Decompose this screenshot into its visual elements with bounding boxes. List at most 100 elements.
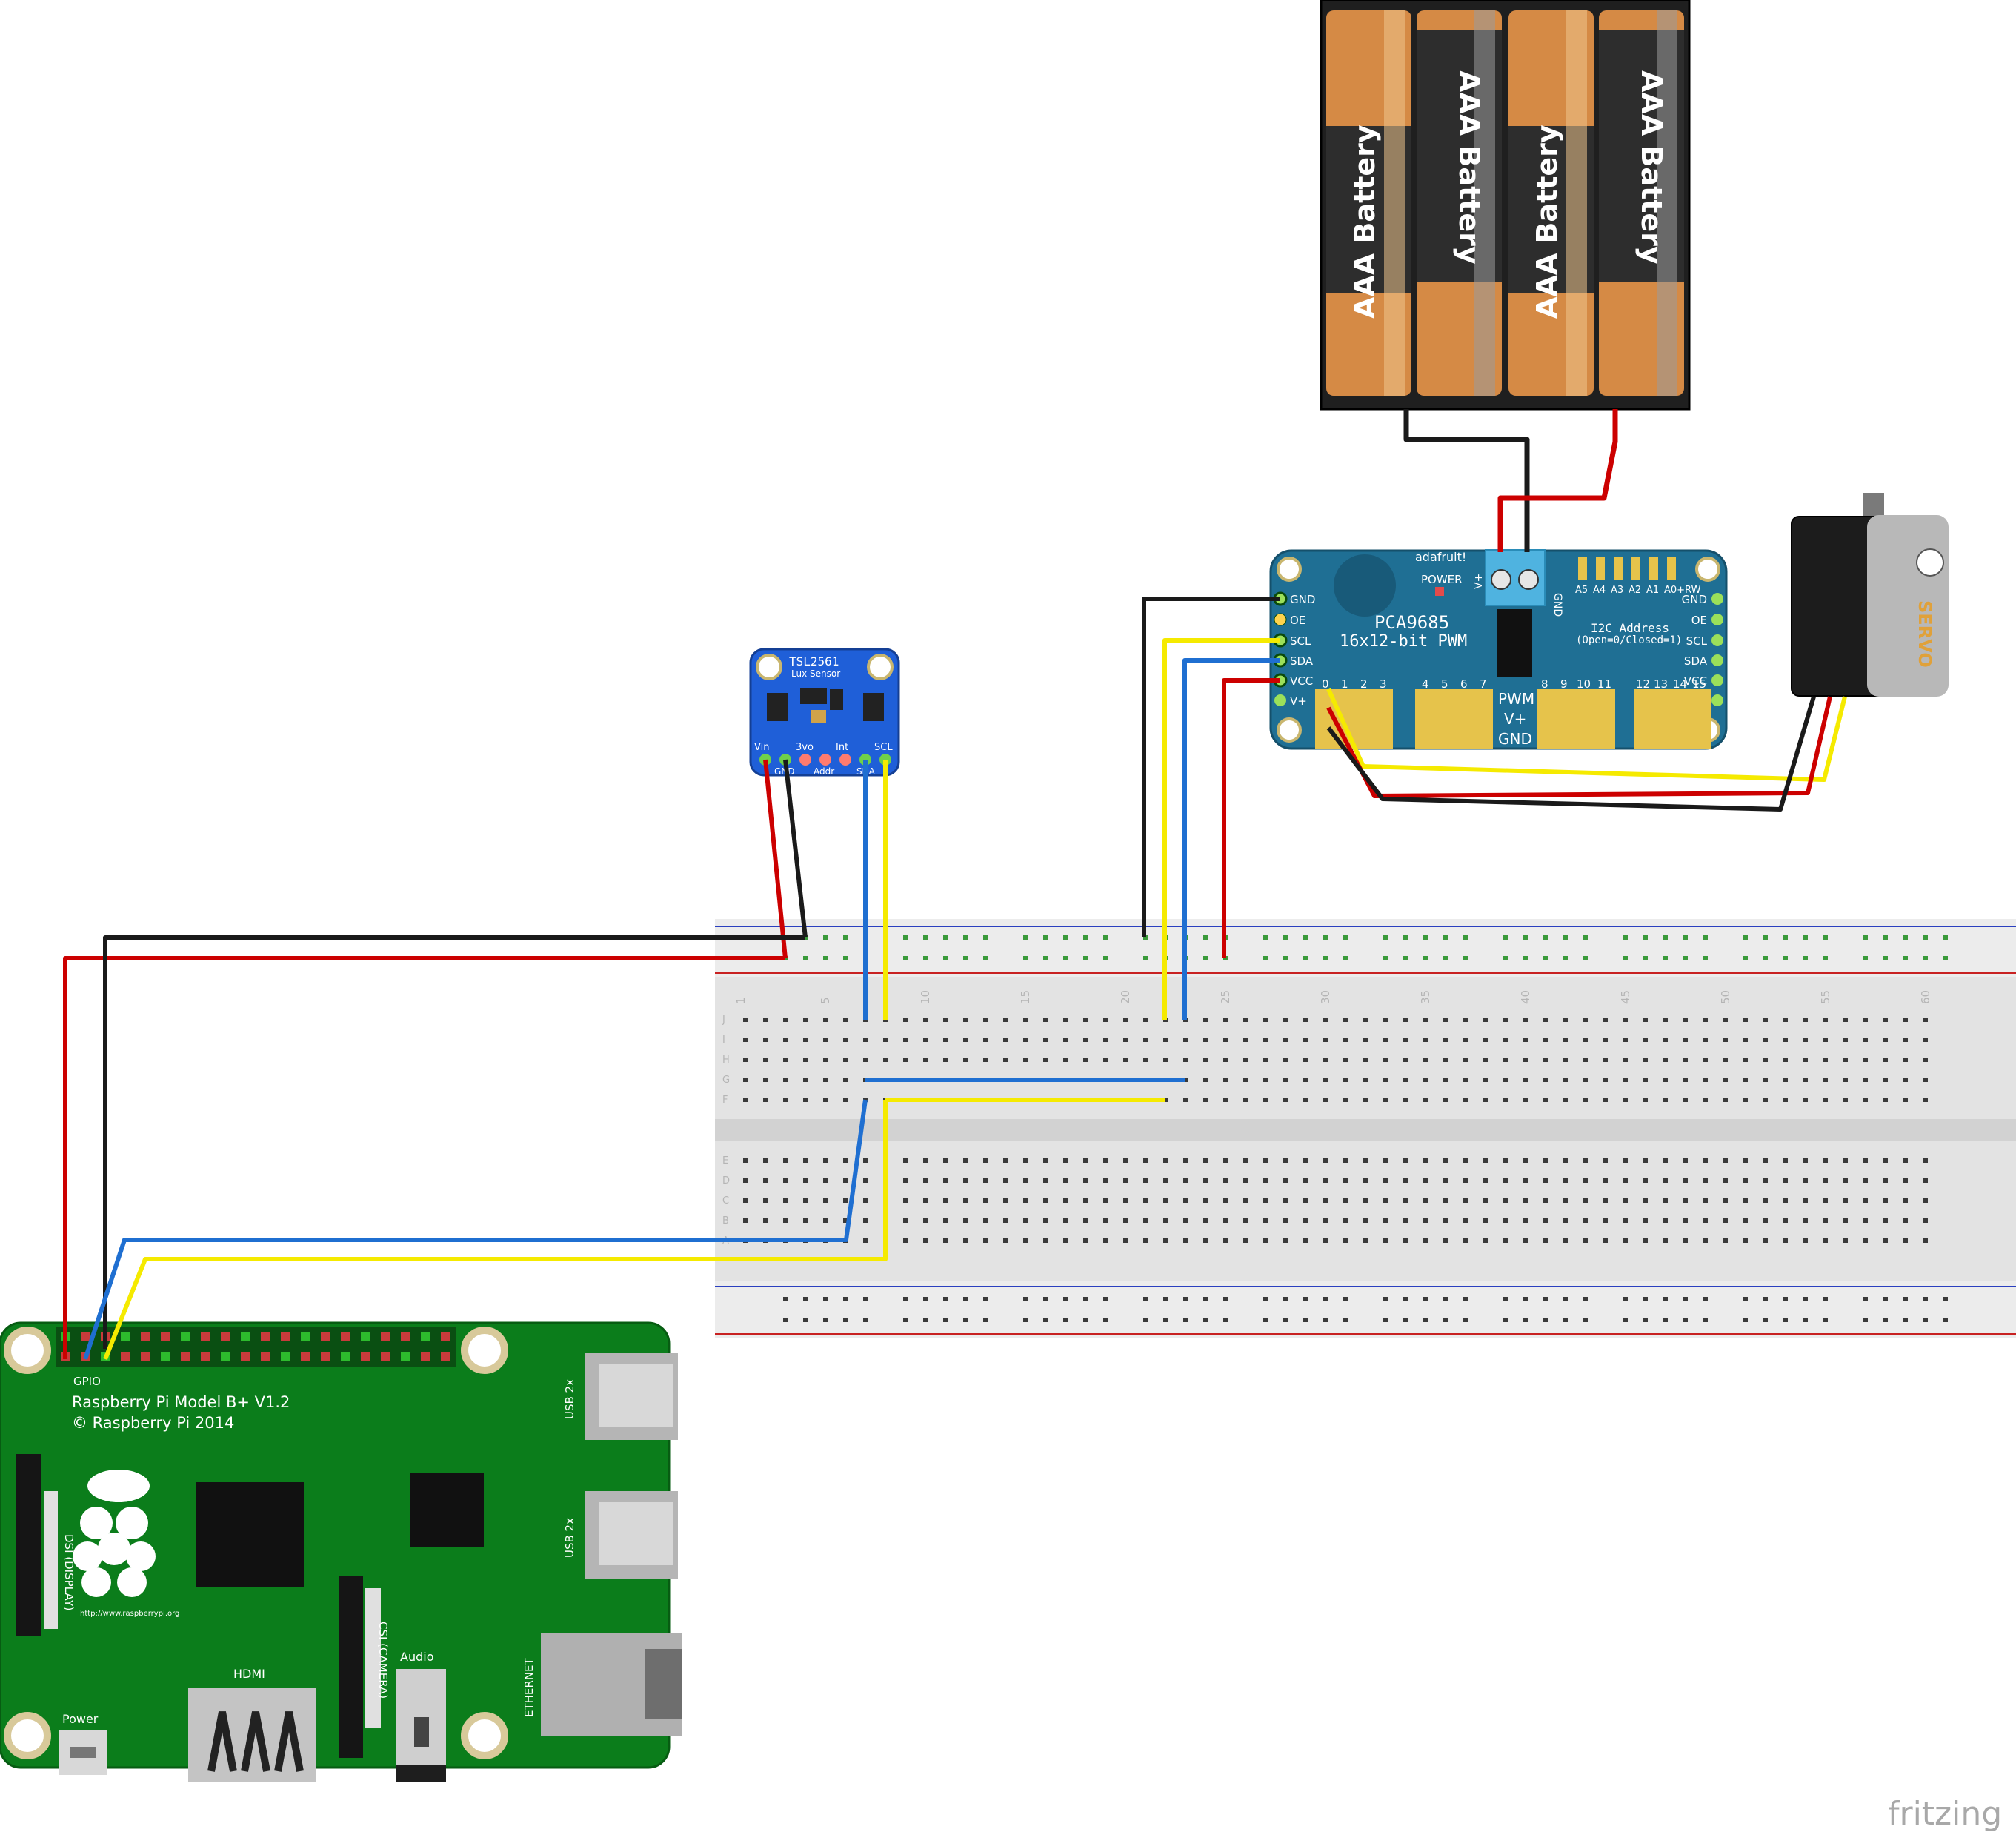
breadboard-hole <box>1263 1218 1268 1223</box>
breadboard-hole <box>943 1238 948 1243</box>
breadboard-hole <box>1623 1038 1628 1042</box>
breadboard-hole <box>1763 1178 1768 1183</box>
breadboard-hole <box>1743 1198 1748 1203</box>
breadboard-hole <box>843 1078 848 1082</box>
breadboard-hole <box>1043 1218 1048 1223</box>
breadboard-hole <box>1603 1018 1608 1022</box>
breadboard-hole <box>1683 1198 1688 1203</box>
breadboard-hole <box>1883 1318 1888 1322</box>
breadboard-hole <box>1623 1198 1628 1203</box>
breadboard-hole <box>1703 1058 1708 1062</box>
breadboard-hole <box>1423 935 1428 940</box>
breadboard-hole <box>1283 956 1288 960</box>
breadboard-hole <box>1243 1018 1248 1022</box>
breadboard-hole <box>1083 1198 1088 1203</box>
gpio-pin <box>281 1352 290 1361</box>
breadboard-hole <box>1523 1297 1528 1301</box>
url-label: http://www.raspberrypi.org <box>80 1610 179 1618</box>
breadboard-hole <box>803 1018 808 1022</box>
breadboard-hole <box>983 935 988 940</box>
breadboard-hole <box>1203 1198 1208 1203</box>
breadboard-hole <box>1603 1038 1608 1042</box>
breadboard-hole <box>1243 1218 1248 1223</box>
breadboard-hole <box>763 1058 768 1062</box>
pin-label-sda-right: SDA <box>1684 654 1708 668</box>
breadboard-hole <box>1223 1098 1228 1102</box>
breadboard-hole <box>1503 1098 1508 1102</box>
breadboard-hole <box>1603 1218 1608 1223</box>
gpio-pin <box>201 1332 210 1341</box>
breadboard-hole <box>743 1038 748 1042</box>
row-letter: G <box>722 1075 730 1086</box>
breadboard-hole <box>1323 1318 1328 1322</box>
column-number: 45 <box>1619 990 1632 1004</box>
column-numbers: 1 5 10 15 20 25 30 35 40 45 50 55 60 <box>734 990 1932 1004</box>
breadboard-hole <box>1003 1018 1008 1022</box>
breadboard-hole <box>1483 1238 1488 1243</box>
breadboard-hole <box>1683 1297 1688 1301</box>
breadboard-hole <box>1383 1078 1388 1082</box>
breadboard-hole <box>1903 1158 1908 1163</box>
breadboard-hole <box>1863 1198 1868 1203</box>
pin-label-3vo: 3vo <box>796 742 814 753</box>
breadboard-hole <box>1183 1098 1188 1102</box>
breadboard-hole <box>903 1198 908 1203</box>
breadboard-hole <box>1403 935 1408 940</box>
breadboard-hole <box>1523 956 1528 960</box>
breadboard-hole <box>1163 1297 1168 1301</box>
breadboard-hole <box>1483 1158 1488 1163</box>
breadboard-hole <box>1523 1218 1528 1223</box>
gpio-pin <box>401 1332 410 1341</box>
breadboard-hole <box>783 1178 788 1183</box>
breadboard-hole <box>1163 1058 1168 1062</box>
addr-pin-label: A0+RW <box>1664 585 1701 596</box>
breadboard-hole <box>1763 1297 1768 1301</box>
breadboard-hole <box>903 1218 908 1223</box>
sensor-subtitle: Lux Sensor <box>791 668 840 679</box>
breadboard-hole <box>743 1178 748 1183</box>
breadboard-hole <box>943 1158 948 1163</box>
channel-number: 2 <box>1360 677 1368 691</box>
gpio-pin <box>441 1332 450 1341</box>
breadboard-hole <box>1723 1238 1728 1243</box>
wire-servo-signal <box>1326 688 1847 782</box>
breadboard-hole <box>983 1297 988 1301</box>
breadboard-hole <box>1083 935 1088 940</box>
breadboard-hole <box>1803 1018 1808 1022</box>
breadboard-hole <box>1023 1038 1028 1042</box>
breadboard-hole <box>1023 1058 1028 1062</box>
raspberry-pi-board: GPIO Raspberry Pi Model B+ V1.2 © Raspbe… <box>0 1321 682 1782</box>
breadboard-hole <box>1823 1058 1828 1062</box>
wire-pwm-gnd <box>1142 597 1280 937</box>
breadboard-hole <box>1323 1297 1328 1301</box>
breadboard-hole <box>963 1238 968 1243</box>
breadboard-hole <box>1743 1318 1748 1322</box>
breadboard-hole <box>1443 1297 1448 1301</box>
ethernet-port <box>541 1633 682 1736</box>
breadboard-hole <box>1883 1297 1888 1301</box>
breadboard-hole <box>1603 1238 1608 1243</box>
breadboard-hole <box>823 1018 828 1022</box>
breadboard-hole <box>1683 935 1688 940</box>
breadboard-hole <box>903 935 908 940</box>
breadboard-hole <box>1703 1198 1708 1203</box>
breadboard-hole <box>1863 1078 1868 1082</box>
breadboard-hole <box>1283 1238 1288 1243</box>
breadboard-hole <box>963 1318 968 1322</box>
breadboard-hole <box>1343 1198 1348 1203</box>
breadboard-hole <box>923 1158 928 1163</box>
usb-ethernet-chip <box>410 1473 484 1547</box>
breadboard-hole <box>803 1198 808 1203</box>
breadboard-hole <box>1123 1178 1128 1183</box>
breadboard-hole <box>983 1158 988 1163</box>
breadboard-hole <box>1443 1238 1448 1243</box>
breadboard-hole <box>1623 1178 1628 1183</box>
breadboard-hole <box>823 1178 828 1183</box>
column-number: 25 <box>1219 990 1232 1004</box>
breadboard-hole <box>1763 1218 1768 1223</box>
breadboard-hole <box>1143 1158 1148 1163</box>
breadboard-hole <box>1843 1078 1848 1082</box>
row-letter: E <box>722 1155 728 1166</box>
breadboard-hole <box>1163 1198 1168 1203</box>
breadboard-hole <box>763 1158 768 1163</box>
